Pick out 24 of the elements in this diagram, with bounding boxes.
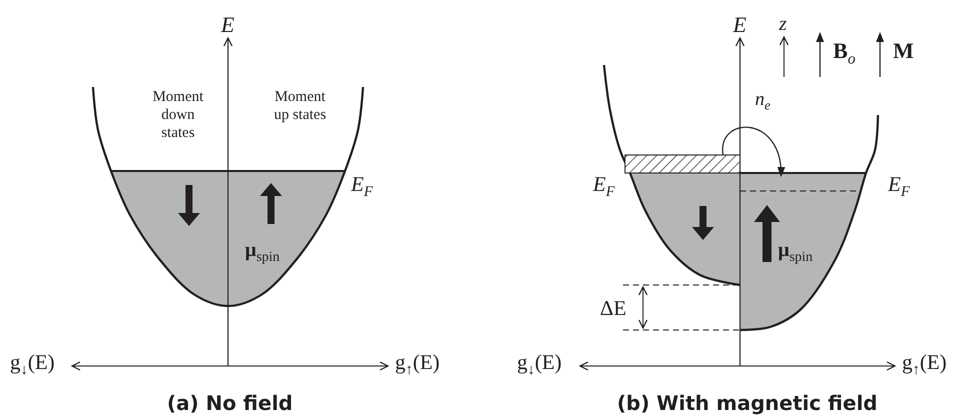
axis-label: E — [733, 14, 746, 36]
hatched-band — [624, 154, 740, 174]
axis-label: g$_{↓}$(E) — [10, 352, 55, 378]
filled-states-region — [740, 173, 866, 330]
axis-label: z — [779, 14, 787, 34]
symbol-label: B$_{o}$ — [833, 40, 856, 67]
axis-label: g$_{↑}$(E) — [395, 352, 440, 378]
axis-label: E — [221, 14, 234, 36]
axis-label: g$_{↓}$(E) — [517, 352, 562, 378]
dimension-label: ΔE — [600, 298, 626, 319]
state-label: Moment up states — [272, 88, 328, 124]
edge-label: n$_{e}$ — [755, 90, 770, 112]
axis-label: E$_{F}$ — [593, 174, 615, 200]
filled-states-region — [630, 173, 740, 285]
state-label: Moment down states — [152, 88, 204, 142]
caption: (b) With magnetic field — [617, 393, 878, 413]
axis-label: E$_{F}$ — [888, 174, 910, 200]
transfer-arrow — [722, 126, 784, 177]
symbol-label: μ$_{spin}$ — [245, 240, 280, 265]
symbol-label: M — [893, 40, 914, 62]
axis-label: E$_{F}$ — [351, 174, 373, 200]
caption: (a) No field — [167, 393, 293, 413]
symbol-label: μ$_{spin}$ — [778, 240, 813, 265]
axis-label: g$_{↑}$(E) — [902, 352, 947, 378]
